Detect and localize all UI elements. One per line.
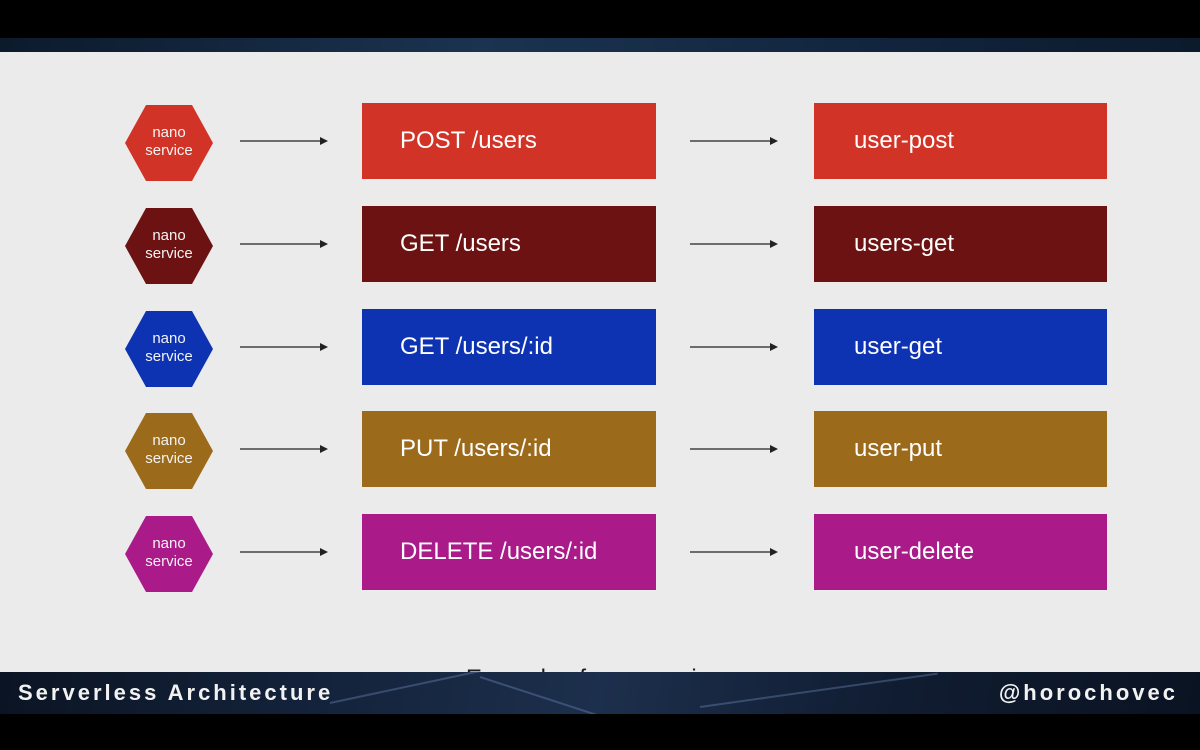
footer-banner: Serverless Architecture @horochovec bbox=[0, 672, 1200, 714]
arrow-right-icon bbox=[240, 240, 328, 248]
route-box: GET /users bbox=[362, 206, 656, 282]
route-box: PUT /users/:id bbox=[362, 411, 656, 487]
function-box: user-post bbox=[814, 103, 1107, 179]
arrow-right-icon bbox=[690, 548, 778, 556]
top-slide-border bbox=[0, 38, 1200, 52]
arrow-right-icon bbox=[240, 137, 328, 145]
arrow-right-icon bbox=[690, 445, 778, 453]
function-box: users-get bbox=[814, 206, 1107, 282]
top-letterbox bbox=[0, 0, 1200, 38]
route-box: DELETE /users/:id bbox=[362, 514, 656, 590]
arrow-right-icon bbox=[690, 137, 778, 145]
arrow-right-icon bbox=[690, 343, 778, 351]
function-box: user-put bbox=[814, 411, 1107, 487]
arrow-right-icon bbox=[240, 548, 328, 556]
presenter-handle: @horochovec bbox=[998, 680, 1178, 705]
arrow-right-icon bbox=[240, 343, 328, 351]
decorative-streak bbox=[699, 672, 938, 708]
route-box: POST /users bbox=[362, 103, 656, 179]
arrow-right-icon bbox=[690, 240, 778, 248]
function-box: user-delete bbox=[814, 514, 1107, 590]
arrow-right-icon bbox=[240, 445, 328, 453]
route-box: GET /users/:id bbox=[362, 309, 656, 385]
decorative-streak bbox=[479, 676, 671, 714]
presentation-title: Serverless Architecture bbox=[18, 680, 334, 705]
bottom-letterbox bbox=[0, 714, 1200, 750]
function-box: user-get bbox=[814, 309, 1107, 385]
